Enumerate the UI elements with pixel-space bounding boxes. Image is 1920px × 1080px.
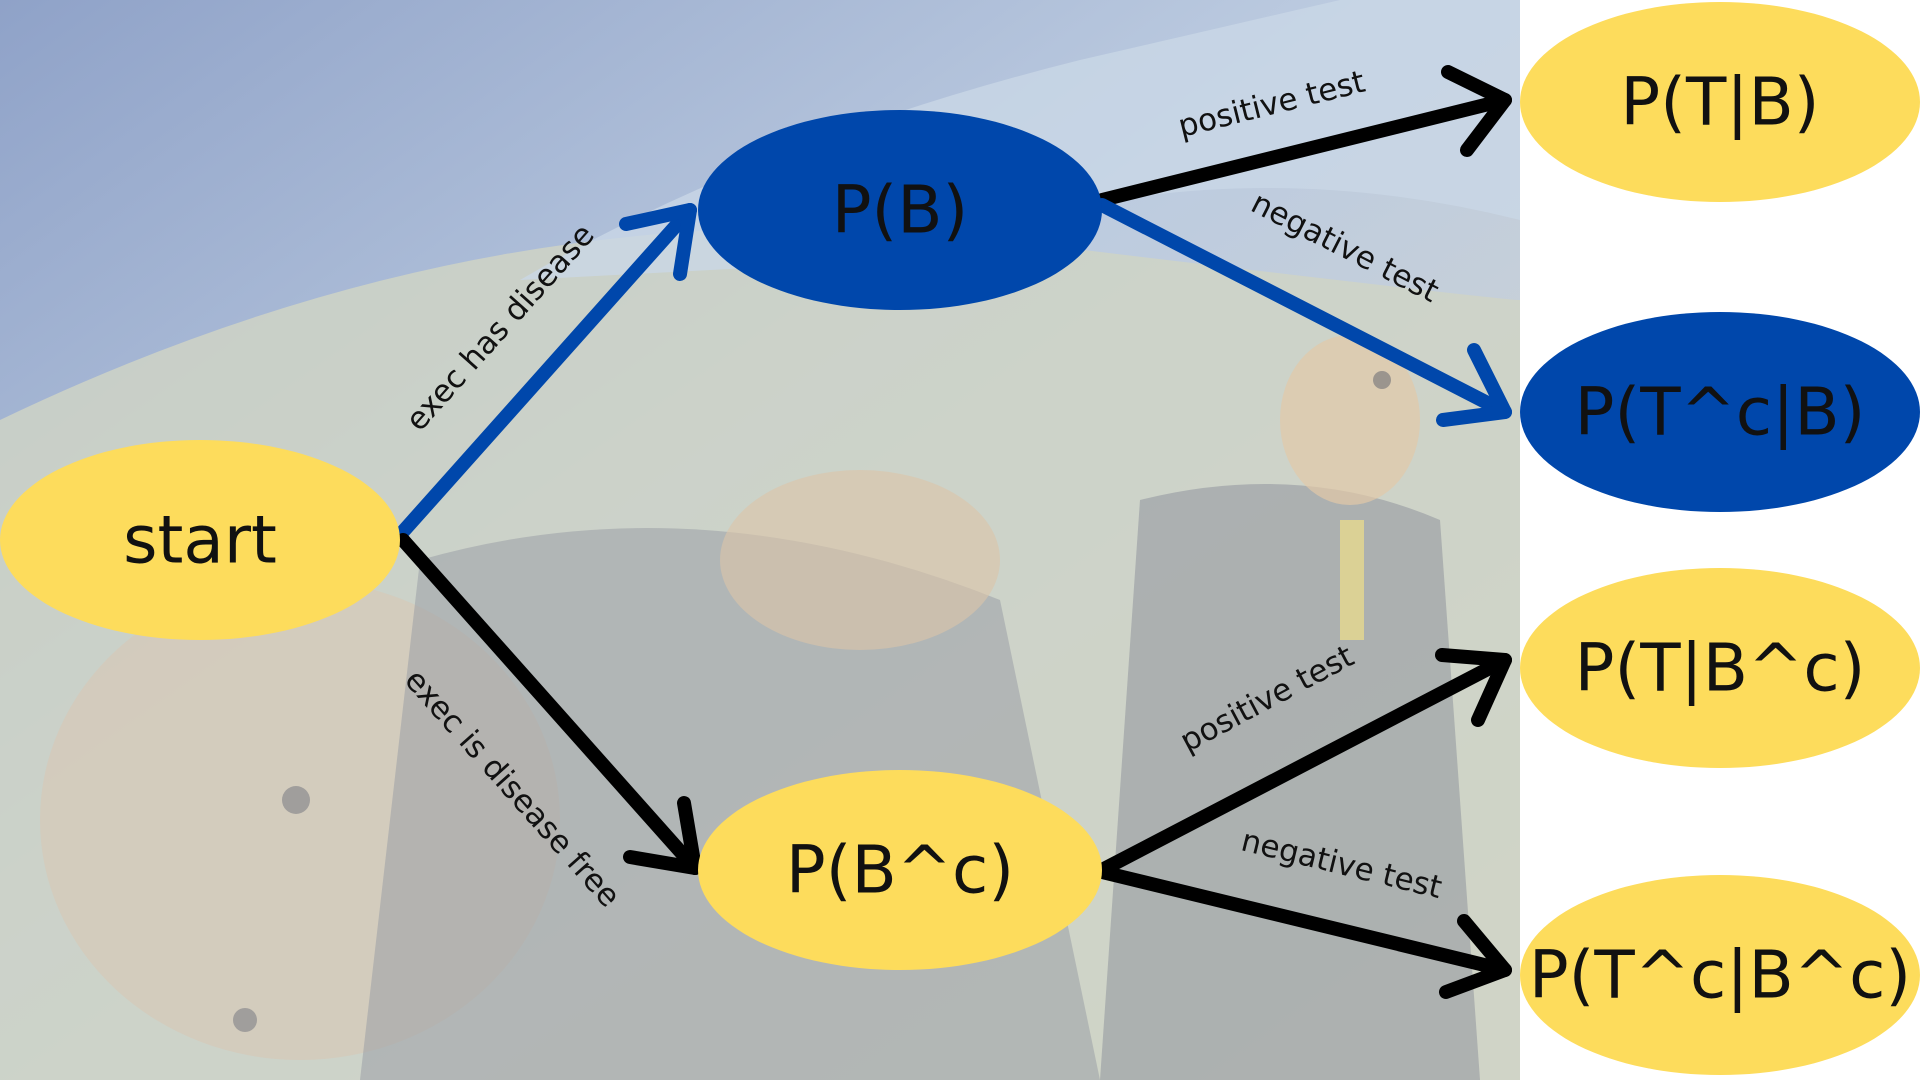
node-p-b-complement-label: P(B^c) [786,832,1014,909]
node-p-tc-given-b: P(T^c|B) [1520,312,1920,512]
node-p-b-complement: P(B^c) [698,770,1102,970]
node-p-t-given-bc: P(T|B^c) [1520,568,1920,768]
node-p-tc-given-bc-label: P(T^c|B^c) [1529,937,1911,1014]
node-p-b-label: P(B) [832,172,969,249]
node-start: start [0,440,400,640]
node-start-label: start [123,502,277,579]
node-p-b: P(B) [698,110,1102,310]
node-p-t-given-b-label: P(T|B) [1620,64,1819,141]
node-p-t-given-bc-label: P(T|B^c) [1575,630,1866,707]
node-p-t-given-b: P(T|B) [1520,2,1920,202]
node-p-tc-given-bc: P(T^c|B^c) [1520,875,1920,1075]
node-p-tc-given-b-label: P(T^c|B) [1575,374,1866,451]
